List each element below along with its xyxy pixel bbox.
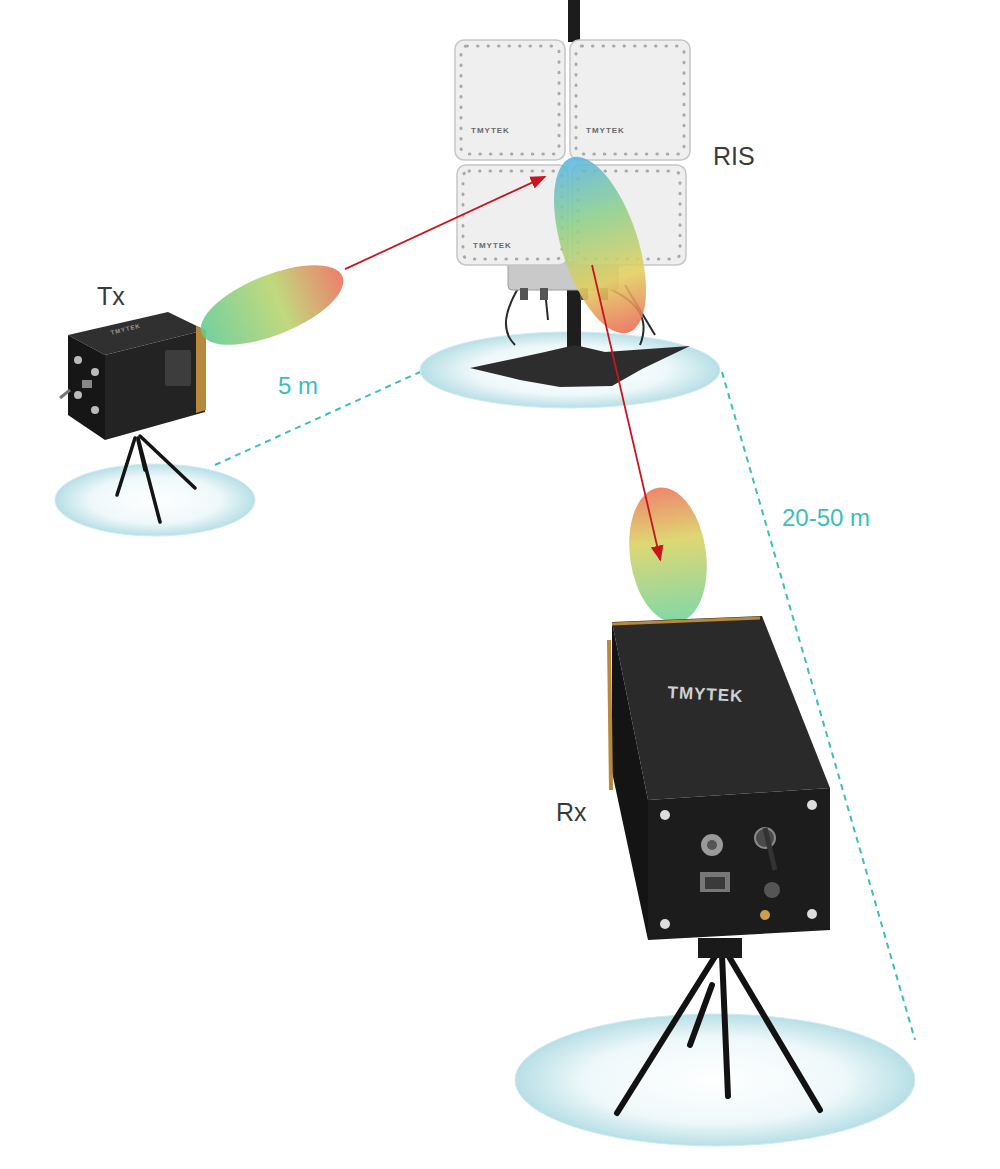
brand-mark: TMYTEK xyxy=(586,127,625,135)
tripod-head xyxy=(698,938,742,958)
dimension-label: 20-50 m xyxy=(782,506,870,530)
tx-connectors xyxy=(60,356,99,414)
ground-glow xyxy=(515,1014,915,1146)
ris-panel xyxy=(457,165,568,265)
device-label: RIS xyxy=(713,144,755,169)
brand-mark: TMYTEK xyxy=(473,242,512,250)
rx-connectors xyxy=(660,800,817,929)
transmit-beam xyxy=(190,249,353,362)
rx-tripod xyxy=(617,955,820,1113)
beam-arrow xyxy=(592,265,660,560)
rx-side-face xyxy=(612,622,648,940)
rx-top-face xyxy=(612,616,830,800)
tx-tripod xyxy=(117,436,195,522)
beam-arrow xyxy=(345,177,545,270)
rx-gold-trim xyxy=(609,640,611,790)
antenna-mast xyxy=(568,0,580,42)
panel-screws xyxy=(576,46,684,154)
brand-mark: TMYTEK xyxy=(667,684,744,705)
dimension-label: 5 m xyxy=(278,374,318,398)
ris-panel xyxy=(455,40,565,160)
brand-mark: TMYTEK xyxy=(471,127,510,135)
tx-gold-trim xyxy=(196,326,206,413)
tx-vent xyxy=(165,350,191,386)
panel-screws xyxy=(463,171,562,259)
rx-gold-trim xyxy=(612,618,760,624)
device-label: Tx xyxy=(97,284,125,309)
device-label: Rx xyxy=(556,800,587,825)
ris-panel xyxy=(570,40,690,160)
receive-beam xyxy=(621,482,715,627)
rx-front-face xyxy=(648,788,830,940)
dimension-line xyxy=(215,372,420,465)
tx-side-face xyxy=(105,330,205,440)
reflected-beam xyxy=(535,146,664,344)
panel-screws xyxy=(461,46,559,154)
device-node: Rx xyxy=(550,560,920,1150)
device-node: RIS xyxy=(545,20,690,265)
stand-base xyxy=(470,345,690,387)
tx-front-face xyxy=(68,335,105,440)
